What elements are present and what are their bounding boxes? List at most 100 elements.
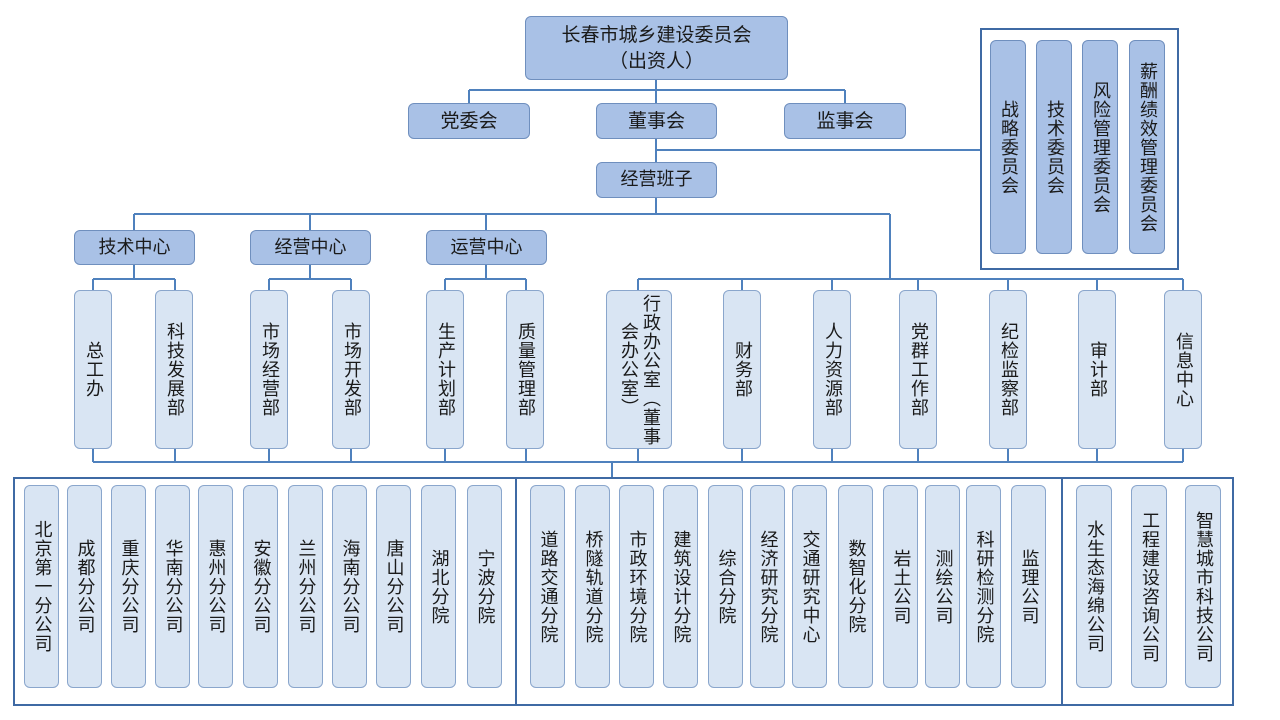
supervisory-box: 监事会 xyxy=(784,103,906,139)
department-box-label: 行政办公室（董事会办公室） xyxy=(618,293,661,446)
institute-box: 综合分院 xyxy=(708,485,743,688)
department-box: 质量管理部 xyxy=(506,290,544,449)
branch-box: 成都分公司 xyxy=(67,485,102,688)
branch-box: 兰州分公司 xyxy=(288,485,323,688)
subsidiary-box: 水生态海绵公司 xyxy=(1076,485,1112,688)
department-box-label: 财务部 xyxy=(732,341,753,398)
center-label: 技术中心 xyxy=(98,236,171,258)
institute-box-label: 道路交通分院 xyxy=(537,529,559,644)
branch-box: 湖北分院 xyxy=(421,485,456,688)
subsidiary-box: 工程建设咨询公司 xyxy=(1131,485,1167,688)
center-box: 运营中心 xyxy=(426,230,547,265)
department-box: 人力资源部 xyxy=(813,290,851,449)
committee-box: 技术委员会 xyxy=(1036,40,1072,254)
center-box: 经营中心 xyxy=(250,230,371,265)
subsidiary-box-label: 工程建设咨询公司 xyxy=(1139,510,1160,663)
institute-box-label: 科研检测分院 xyxy=(973,529,995,644)
subsidiary-box-label: 水生态海绵公司 xyxy=(1084,520,1105,653)
institute-box-label: 桥隧轨道分院 xyxy=(582,529,604,644)
committee-box: 战略委员会 xyxy=(990,40,1026,254)
institute-box: 经济研究分院 xyxy=(750,485,785,688)
department-box-label: 人力资源部 xyxy=(822,322,843,417)
department-box-label: 生产计划部 xyxy=(435,322,456,417)
subsidiary-box: 智慧城市科技公司 xyxy=(1185,485,1221,688)
branch-box: 重庆分公司 xyxy=(111,485,146,688)
department-box-label: 科技发展部 xyxy=(164,322,185,417)
department-box-label: 质量管理部 xyxy=(515,322,536,417)
institute-box: 道路交通分院 xyxy=(530,485,565,688)
branch-box-label: 北京第一分公司 xyxy=(31,520,53,653)
branch-box: 华南分公司 xyxy=(155,485,190,688)
institute-box-label: 岩土公司 xyxy=(890,548,912,625)
department-box-label: 市场经营部 xyxy=(259,322,280,417)
center-label: 运营中心 xyxy=(450,236,523,258)
branch-box-label: 湖北分院 xyxy=(428,548,450,625)
branch-box: 海南分公司 xyxy=(332,485,367,688)
institute-box-label: 数智化分院 xyxy=(845,539,867,634)
sponsor-name: 长春市城乡建设委员会 xyxy=(561,24,752,46)
board-box: 董事会 xyxy=(596,103,717,139)
sponsor-box: 长春市城乡建设委员会 （出资人） xyxy=(525,16,788,80)
department-box: 党群工作部 xyxy=(899,290,937,449)
institute-box: 交通研究中心 xyxy=(792,485,827,688)
branch-box-label: 海南分公司 xyxy=(339,539,361,634)
department-box-label: 市场开发部 xyxy=(341,322,362,417)
management-label: 经营班子 xyxy=(620,169,693,190)
committee-box: 薪酬绩效管理委员会 xyxy=(1129,40,1165,254)
committee-box-label: 战略委员会 xyxy=(998,99,1019,195)
department-box: 科技发展部 xyxy=(155,290,193,449)
department-box: 生产计划部 xyxy=(426,290,464,449)
department-box: 市场经营部 xyxy=(250,290,288,449)
department-box-label: 党群工作部 xyxy=(908,322,929,417)
branch-box: 安徽分公司 xyxy=(243,485,278,688)
branch-box-label: 兰州分公司 xyxy=(295,539,317,634)
institute-box-label: 建筑设计分院 xyxy=(670,529,692,644)
management-box: 经营班子 xyxy=(596,162,717,198)
supervisory-label: 监事会 xyxy=(816,110,874,132)
institute-box: 数智化分院 xyxy=(838,485,873,688)
branch-box-label: 成都分公司 xyxy=(74,539,96,634)
institute-box-label: 经济研究分院 xyxy=(757,529,779,644)
subsidiary-box-label: 智慧城市科技公司 xyxy=(1193,510,1214,663)
branch-box: 唐山分公司 xyxy=(376,485,411,688)
institute-box: 监理公司 xyxy=(1011,485,1046,688)
committees-frame xyxy=(980,28,1179,270)
committee-box: 风险管理委员会 xyxy=(1082,40,1118,254)
party-committee-box: 党委会 xyxy=(408,103,530,139)
institute-box: 岩土公司 xyxy=(883,485,918,688)
institute-box-label: 测绘公司 xyxy=(932,548,954,625)
committee-box-label: 技术委员会 xyxy=(1044,99,1065,195)
department-box: 行政办公室（董事会办公室） xyxy=(606,290,672,449)
branch-box-label: 惠州分公司 xyxy=(205,539,227,634)
branch-box-label: 安徽分公司 xyxy=(250,539,272,634)
institute-box: 建筑设计分院 xyxy=(663,485,698,688)
department-box-label: 总工办 xyxy=(83,341,104,398)
branch-box: 宁波分院 xyxy=(467,485,502,688)
branch-box-label: 唐山分公司 xyxy=(383,539,405,634)
institute-box: 科研检测分院 xyxy=(966,485,1001,688)
branch-box-label: 重庆分公司 xyxy=(118,539,140,634)
branch-box-label: 宁波分院 xyxy=(474,548,496,625)
department-box-label: 审计部 xyxy=(1087,341,1108,398)
institute-box: 市政环境分院 xyxy=(619,485,654,688)
party-committee-label: 党委会 xyxy=(440,110,498,132)
institute-box-label: 综合分院 xyxy=(715,548,737,625)
committee-box-label: 薪酬绩效管理委员会 xyxy=(1137,61,1158,233)
branch-box: 惠州分公司 xyxy=(198,485,233,688)
department-box-label: 纪检监察部 xyxy=(998,322,1019,417)
department-box-label: 信息中心 xyxy=(1173,331,1194,408)
institute-box-label: 监理公司 xyxy=(1018,548,1040,625)
committee-box-label: 风险管理委员会 xyxy=(1090,80,1111,214)
subsidiaries-frame xyxy=(1061,477,1234,706)
center-box: 技术中心 xyxy=(74,230,195,265)
institute-box-label: 交通研究中心 xyxy=(799,529,821,644)
department-box: 纪检监察部 xyxy=(989,290,1027,449)
department-box: 审计部 xyxy=(1078,290,1116,449)
sponsor-role: （出资人） xyxy=(608,50,704,72)
branch-box: 北京第一分公司 xyxy=(24,485,59,688)
institute-box: 测绘公司 xyxy=(925,485,960,688)
department-box: 财务部 xyxy=(723,290,761,449)
branch-box-label: 华南分公司 xyxy=(162,539,184,634)
board-label: 董事会 xyxy=(627,110,685,132)
